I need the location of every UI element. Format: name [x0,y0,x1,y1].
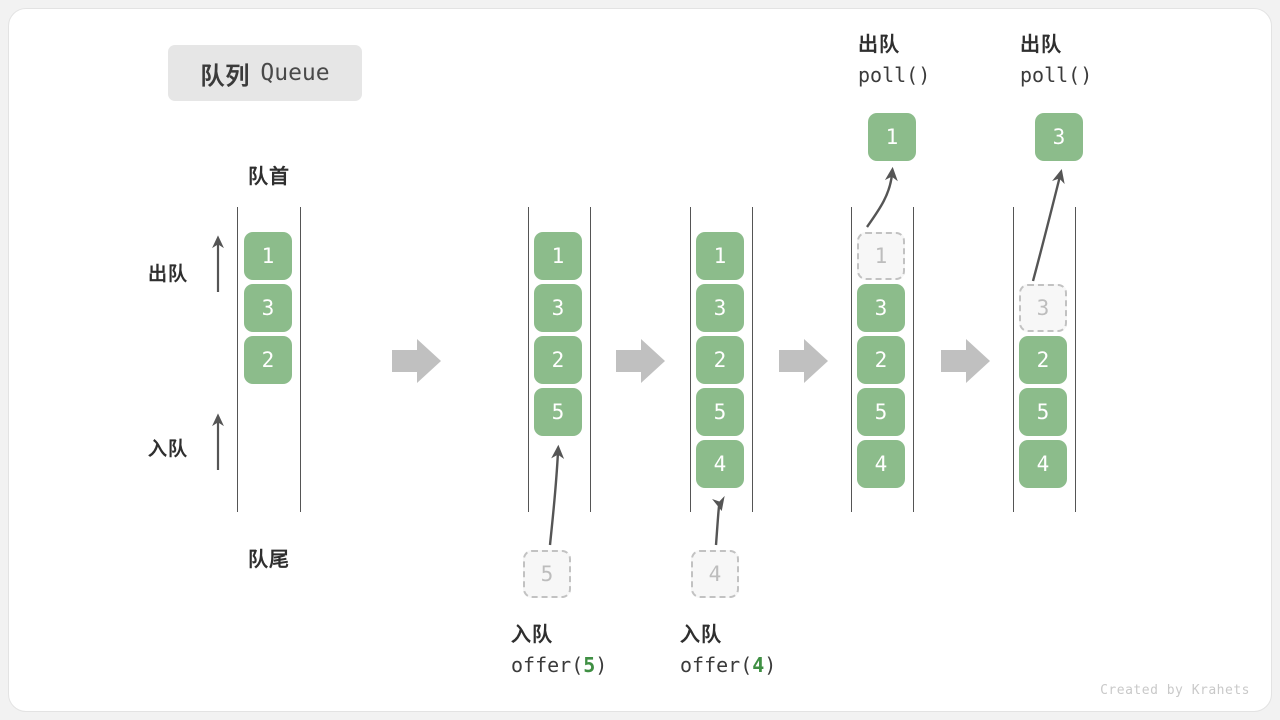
op-cn: 入队 [511,624,553,646]
queue-cell-removed: 3 [1019,284,1067,332]
popped-cell: 1 [868,113,916,161]
queue-cell: 4 [857,440,905,488]
operation-label-poll-1: 出队 poll() [858,30,930,91]
dequeue-side-label: 出队 [148,264,189,285]
op-cn: 入队 [680,624,722,646]
op-code: offer(5) [511,653,608,678]
queue-cell-new: 5 [534,388,582,436]
queue-cell-removed: 1 [857,232,905,280]
queue-rail-left-3 [690,207,691,512]
incoming-ghost-cell: 5 [523,550,571,598]
title-en: Queue [260,60,330,86]
title-badge: 队列 Queue [168,45,362,101]
queue-cell: 5 [1019,388,1067,436]
op-code: offer(4) [680,653,777,678]
operation-label-offer-5: 入队 offer(5) [511,620,607,681]
operation-label-poll-3: 出队 poll() [1020,30,1092,91]
op-cn: 出队 [858,34,900,56]
queue-cell: 2 [857,336,905,384]
queue-rail-right-5 [1075,207,1076,512]
op-cn: 出队 [1020,34,1062,56]
queue-cell: 3 [857,284,905,332]
queue-rail-right-4 [913,207,914,512]
queue-cell: 4 [1019,440,1067,488]
popped-cell: 3 [1035,113,1083,161]
title-cn: 队列 [200,62,251,90]
queue-cell: 3 [696,284,744,332]
queue-cell: 1 [696,232,744,280]
queue-cell: 2 [1019,336,1067,384]
queue-rail-left-5 [1013,207,1014,512]
queue-cell: 1 [244,232,292,280]
queue-rail-right-3 [752,207,753,512]
queue-rail-left-2 [528,207,529,512]
queue-rail-right-1 [300,207,301,512]
queue-rail-right-2 [590,207,591,512]
incoming-ghost-cell: 4 [691,550,739,598]
queue-rail-left-1 [237,207,238,512]
queue-cell: 2 [534,336,582,384]
queue-cell-new: 4 [696,440,744,488]
queue-cell: 5 [696,388,744,436]
enqueue-side-label: 入队 [148,439,189,460]
credit-text: Created by Krahets [1100,683,1250,698]
op-code: poll() [858,63,931,88]
queue-cell: 2 [696,336,744,384]
queue-cell: 3 [534,284,582,332]
queue-rail-left-4 [851,207,852,512]
op-code: poll() [1020,63,1093,88]
queue-cell: 3 [244,284,292,332]
queue-cell: 1 [534,232,582,280]
queue-rear-label: 队尾 [248,549,290,571]
queue-front-label: 队首 [248,166,290,188]
diagram-card [8,8,1272,712]
operation-label-offer-4: 入队 offer(4) [680,620,776,681]
queue-cell: 5 [857,388,905,436]
queue-cell: 2 [244,336,292,384]
